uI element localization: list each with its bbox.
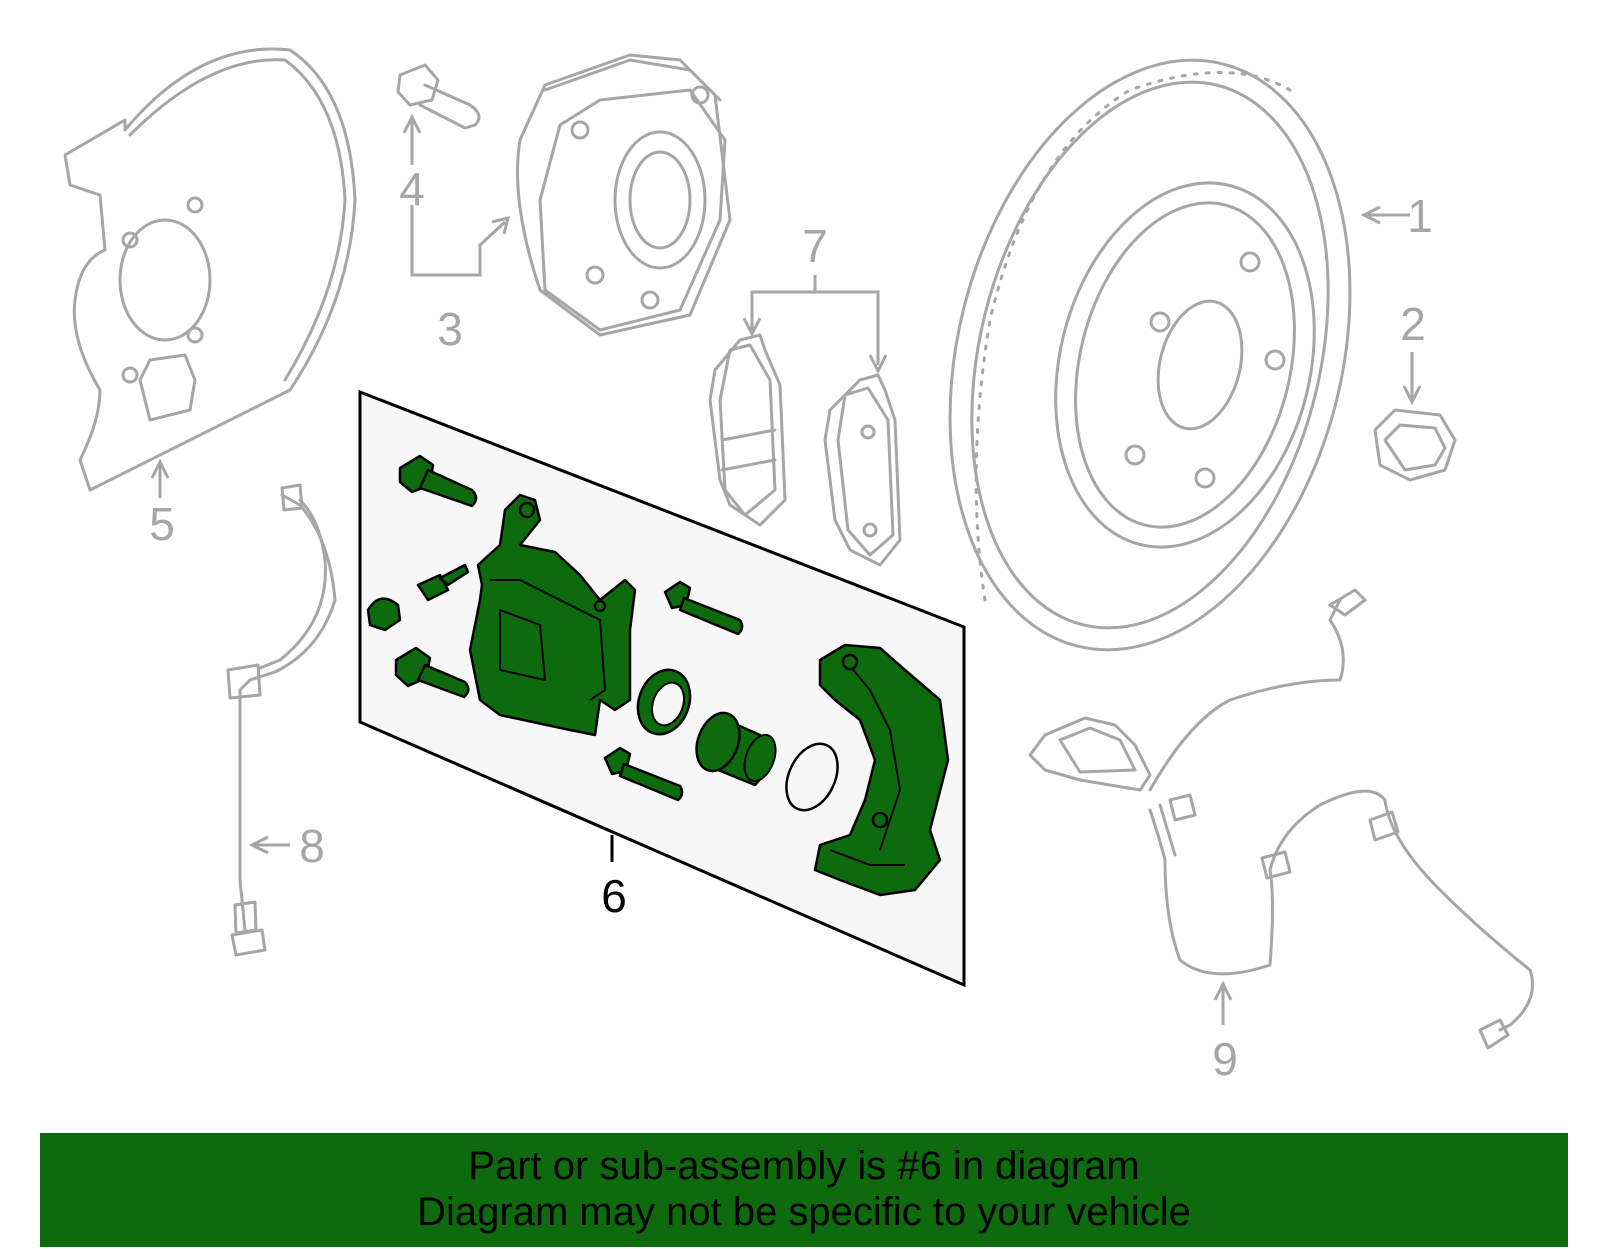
- piston-seal: [636, 668, 692, 736]
- callout-3: 3: [437, 303, 463, 355]
- banner-line-2: Diagram may not be specific to your vehi…: [417, 1190, 1191, 1234]
- caliper-piston: [695, 711, 777, 787]
- guide-bolt-upper: [398, 454, 478, 508]
- callout-7: 7: [802, 220, 828, 272]
- callout-5: 5: [149, 498, 175, 550]
- caliper-kit-panel[interactable]: [358, 389, 966, 988]
- parts-diagram: 5 4 3 7: [63, 17, 1534, 1085]
- guide-bolt-lower: [394, 646, 470, 699]
- guide-pin-lower: [603, 746, 684, 802]
- o-ring: [785, 742, 839, 812]
- brake-rotor-part[interactable]: [891, 17, 1409, 692]
- dust-shield-part[interactable]: [63, 47, 357, 492]
- caliper-housing: [468, 493, 637, 737]
- callout-6: 6: [601, 870, 627, 922]
- wheel-stud-part[interactable]: [396, 63, 481, 130]
- callout-1: 1: [1407, 190, 1433, 242]
- brake-pad-inner-part[interactable]: [708, 333, 787, 527]
- callout-9: 9: [1212, 1033, 1238, 1085]
- lug-nut-part[interactable]: [1373, 408, 1457, 482]
- bleeder-cap: [366, 597, 402, 632]
- callout-8: 8: [299, 820, 325, 872]
- info-banner: Part or sub-assembly is #6 in diagram Di…: [40, 1133, 1568, 1247]
- guide-pin-upper: [663, 580, 744, 636]
- callout-2: 2: [1400, 298, 1426, 350]
- bleeder-valve: [416, 563, 470, 602]
- brake-pad-outer-part[interactable]: [823, 373, 902, 567]
- caliper-bracket: [813, 643, 950, 897]
- banner-line-1: Part or sub-assembly is #6 in diagram: [468, 1144, 1140, 1188]
- abs-sensor-part[interactable]: [1028, 588, 1534, 1050]
- brake-hose-part[interactable]: [226, 483, 337, 957]
- hub-bearing-part[interactable]: [516, 53, 732, 337]
